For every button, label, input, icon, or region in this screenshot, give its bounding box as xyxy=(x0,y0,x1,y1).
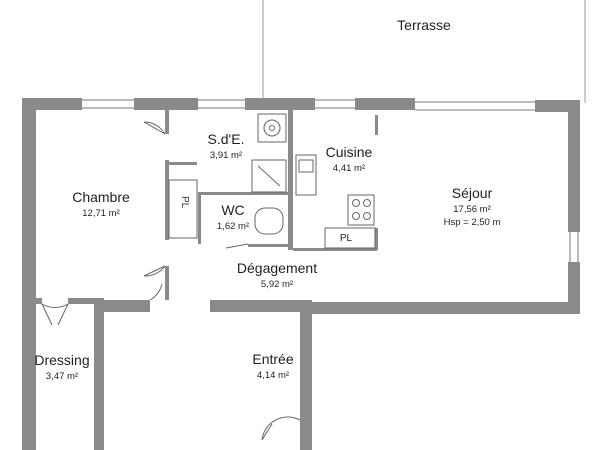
terrace-outline xyxy=(262,0,586,103)
kitchen-fixtures xyxy=(168,154,376,249)
windows xyxy=(82,99,579,262)
sejour-label: Séjour xyxy=(451,185,493,201)
sde-area: 3,91 m² xyxy=(209,150,243,161)
sde-label: S.d'E. xyxy=(207,131,245,147)
wc-label: WC xyxy=(221,202,245,218)
wc-area: 1,62 m² xyxy=(216,221,250,232)
dressing-label: Dressing xyxy=(34,352,90,368)
exterior-walls xyxy=(22,98,580,450)
degagement-area: 5,92 m² xyxy=(260,279,294,290)
entree-label: Entrée xyxy=(252,351,294,367)
cuisine-area: 4,41 m² xyxy=(332,163,366,174)
cuisine-label: Cuisine xyxy=(325,144,373,160)
interior-walls xyxy=(165,110,378,300)
cooktop xyxy=(347,194,375,226)
sejour-hsp: Hsp = 2,50 m xyxy=(443,217,501,228)
placard-kitchen xyxy=(324,227,376,249)
placard-kitchen-label: PL xyxy=(339,233,353,244)
entree-area: 4,14 m² xyxy=(256,370,290,381)
chambre-label: Chambre xyxy=(72,189,130,205)
doors xyxy=(41,121,301,441)
placard-bedroom-label: PL xyxy=(179,196,190,209)
sejour-area: 17,56 m² xyxy=(453,204,491,215)
chambre-area: 12,71 m² xyxy=(82,208,120,219)
degagement-label: Dégagement xyxy=(236,260,318,276)
placard-bedroom xyxy=(168,179,198,239)
dressing-area: 3,47 m² xyxy=(45,371,79,382)
terrasse-label: Terrasse xyxy=(397,17,451,33)
toilet xyxy=(254,207,284,235)
bathroom-fixtures xyxy=(251,113,287,235)
